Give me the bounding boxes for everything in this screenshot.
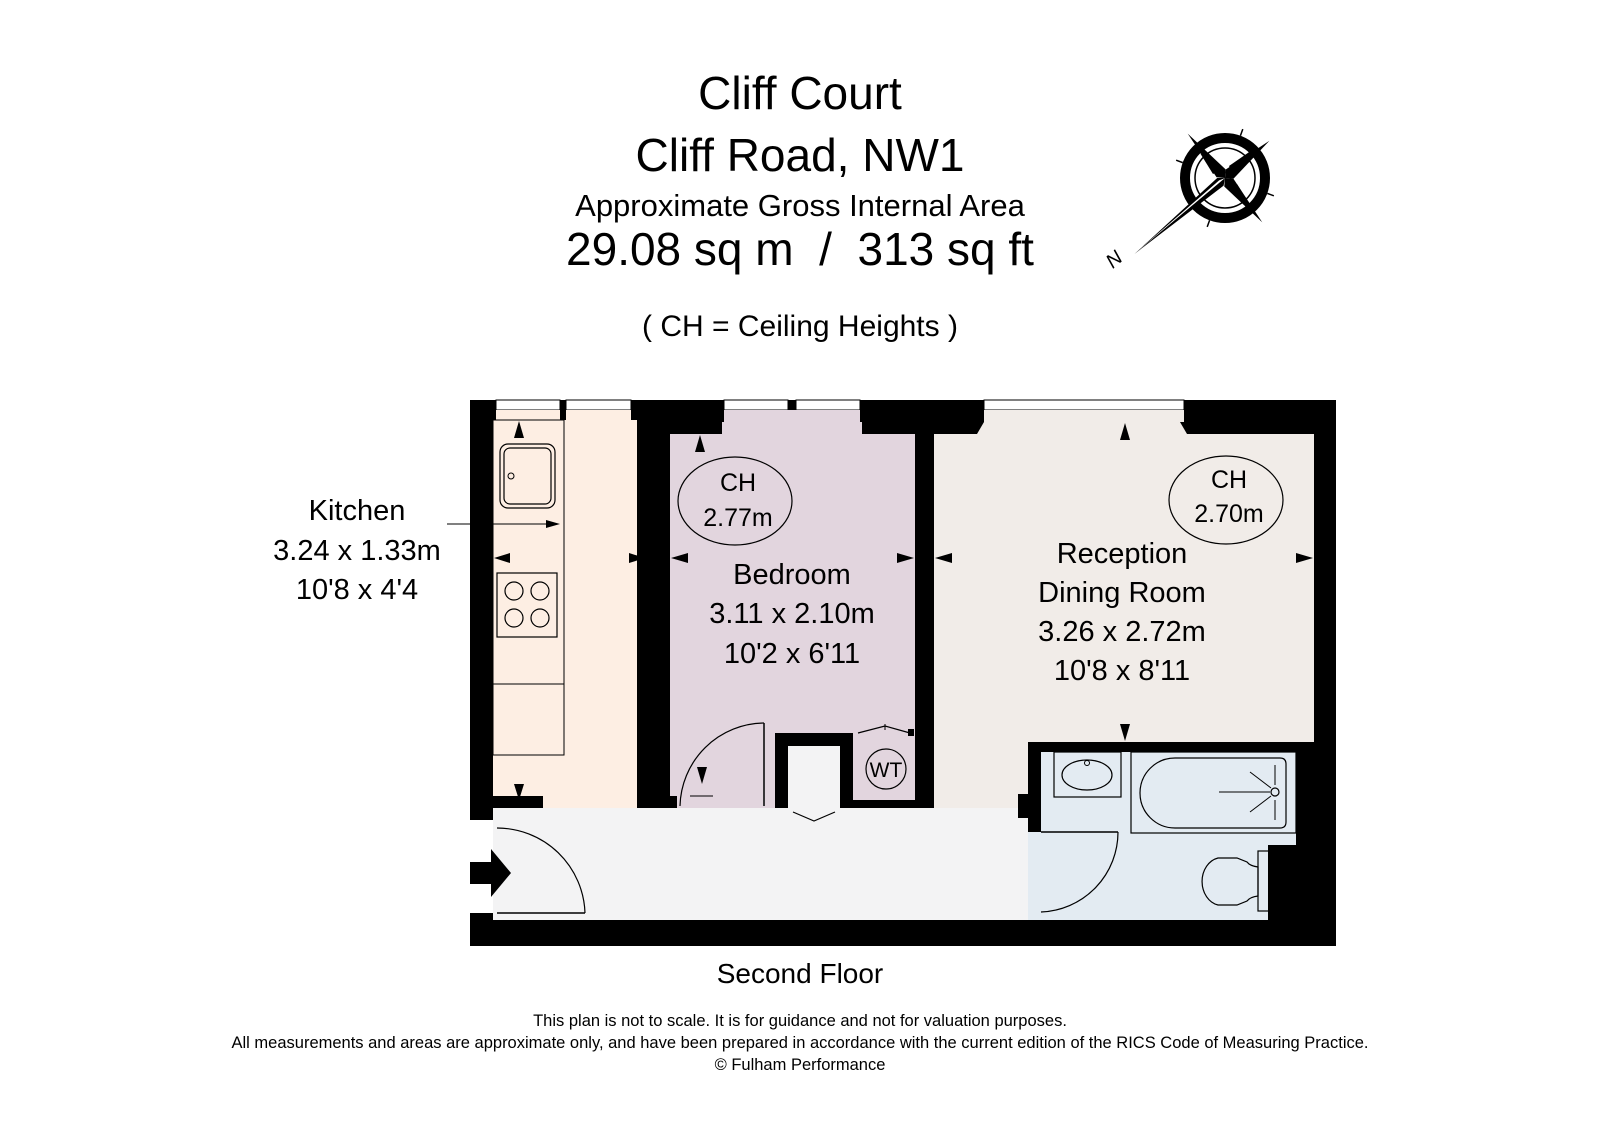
area-value: 29.08 sq m / 313 sq ft	[566, 223, 1034, 275]
hallway-floor	[493, 808, 1041, 920]
reception-name-line1: Reception	[1057, 538, 1188, 570]
disclaimer-line-2: All measurements and areas are approxima…	[231, 1034, 1369, 1052]
kitchen-floor	[493, 420, 637, 808]
bedroom-name: Bedroom	[733, 559, 851, 591]
entrance-arrow-icon	[470, 849, 511, 897]
reception-imperial: 10'8 x 8'11	[1054, 655, 1190, 687]
hob-icon	[496, 572, 558, 638]
floor-label: Second Floor	[716, 958, 884, 989]
area-label: Approximate Gross Internal Area	[575, 188, 1025, 223]
kitchen-name: Kitchen	[309, 495, 406, 527]
reception-floor	[934, 434, 1314, 742]
basin-icon	[1053, 751, 1122, 798]
reception-ch-value: 2.70m	[1194, 500, 1263, 528]
bedroom-ch-value: 2.77m	[703, 504, 772, 532]
bath-icon	[1130, 751, 1297, 834]
bedroom-ch-label: CH	[720, 469, 756, 497]
kitchen-metric: 3.24 x 1.33m	[273, 535, 441, 567]
water-tank-label: WT	[870, 759, 903, 782]
sink-icon	[499, 443, 556, 509]
disclaimer-line-1: This plan is not to scale. It is for gui…	[533, 1012, 1067, 1030]
water-tank-icon	[865, 748, 907, 790]
copyright: © Fulham Performance	[714, 1056, 886, 1074]
toilet-icon	[1201, 850, 1274, 912]
compass-north-label: N	[1102, 247, 1128, 273]
ceiling-height-legend: ( CH = Ceiling Heights )	[642, 310, 958, 343]
reception-name-line2: Dining Room	[1038, 577, 1206, 609]
reception-ch-label: CH	[1211, 466, 1247, 494]
bedroom-imperial: 10'2 x 6'11	[724, 638, 860, 670]
bedroom-metric: 3.11 x 2.10m	[709, 598, 875, 630]
bathroom-floor	[1041, 752, 1296, 920]
kitchen-imperial: 10'8 x 4'4	[296, 574, 418, 606]
building-name: Cliff Court	[698, 67, 902, 119]
address: Cliff Road, NW1	[635, 129, 965, 181]
compass-rose-icon	[1134, 128, 1275, 254]
reception-metric: 3.26 x 2.72m	[1038, 616, 1206, 648]
